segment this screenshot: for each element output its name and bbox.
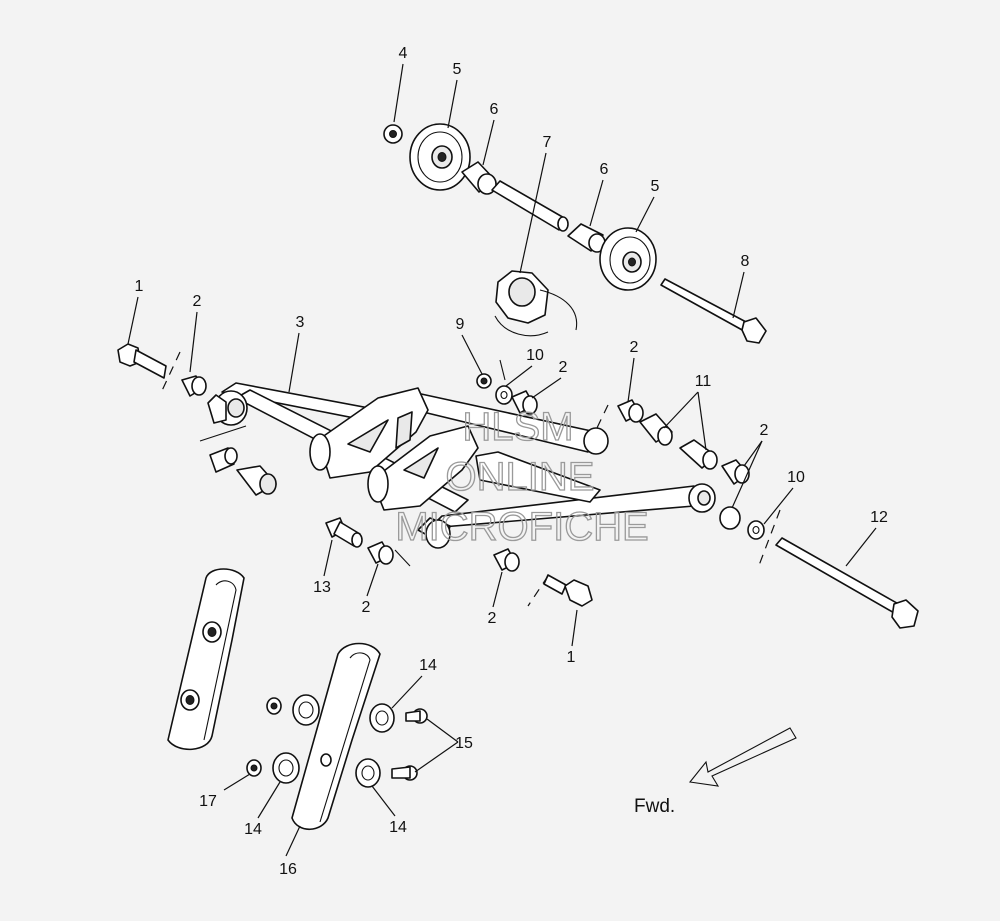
washer-part-14-lower-left [272,752,300,784]
callout-3: 3 [296,314,305,331]
link-arm-part-16-left [167,568,245,751]
bushing-part-2-center [511,390,538,415]
washer-part-14-upper-right [369,703,395,733]
bolt-part-1-left [117,343,167,379]
bolt-part-12 [775,537,919,629]
rear-arm-part-3 [199,382,716,549]
callout-5-lower: 5 [651,178,660,195]
watermark-line-1: HLSM [462,405,573,449]
callout-2-right-upper: 2 [630,339,639,356]
axle-tube-part-7 [491,180,569,232]
forward-arrow-icon [688,727,797,787]
bushing-part-2-left [181,375,207,397]
callout-7: 7 [543,134,552,151]
idler-wheel-part-5-lower [599,227,657,291]
spacer-part-6-lower [567,223,606,253]
callout-10-right: 10 [787,469,805,486]
watermark-line-2: ONLINE [446,455,595,499]
callout-5-upper: 5 [453,61,462,78]
callout-8: 8 [741,253,750,270]
bushing-part-2-lower-left [367,541,394,565]
idler-wheel-part-5-upper [409,123,471,191]
bolt-part-15-upper [405,708,428,724]
callout-2-lower-mid: 2 [488,610,497,627]
break-lines [159,351,781,607]
leader-lines [127,63,877,857]
washer-part-14-upper-left [292,694,320,726]
callout-15: 15 [455,735,473,752]
washer-part-10-center [495,385,513,405]
callout-labels: 4 5 6 7 6 5 8 1 2 3 9 10 2 2 11 2 10 12 … [135,45,888,878]
nut-part-4 [383,124,403,144]
link-arm-part-16-right [291,642,381,831]
callout-2-center: 2 [559,359,568,376]
spacer-part-11-a [639,413,673,446]
callout-16: 16 [279,861,297,878]
bushing-part-2-right-low [719,506,741,530]
callout-9: 9 [456,316,465,333]
callout-4: 4 [399,45,408,62]
callout-17: 17 [199,793,217,810]
callout-2-left: 2 [193,293,202,310]
callout-1-left: 1 [135,278,144,295]
spacer-part-6-upper [461,161,497,195]
nut-part-17-upper [266,697,282,715]
callout-14-upper: 14 [419,657,437,674]
bushing-part-2-right-upper [617,399,644,423]
spacer-part-11-b [679,439,718,470]
callout-1-right: 1 [567,649,576,666]
washer-part-14-lower-right [355,758,381,788]
watermark-line-3: MICROFICHE [395,505,648,549]
callout-11: 11 [695,373,712,390]
bolt-part-15-lower [391,765,418,781]
shock-mount-bracket [494,270,578,337]
upper-idler-wheel-assembly [383,123,767,344]
nut-part-9 [476,373,492,389]
callout-6-upper: 6 [490,101,499,118]
callout-6-lower: 6 [600,161,609,178]
callout-12: 12 [870,509,888,526]
callout-14-lower-right: 14 [389,819,407,836]
callout-10-center: 10 [526,347,544,364]
callout-13: 13 [313,579,331,596]
bushing-part-2-lower-mid [493,548,520,572]
nut-part-17-lower [246,759,262,777]
watermark: HLSM ONLINE MICROFICHE [395,404,650,549]
callout-14-lower-left: 14 [244,821,262,838]
callout-2-lower-left: 2 [362,599,371,616]
callout-2-right: 2 [760,422,769,439]
bolt-part-13 [325,517,363,548]
bushing-left-loose [209,447,277,496]
forward-direction-label: Fwd. [634,796,675,817]
bolt-part-1-right [543,574,593,607]
bolt-part-8 [660,278,767,344]
washer-part-10-right [747,520,765,540]
